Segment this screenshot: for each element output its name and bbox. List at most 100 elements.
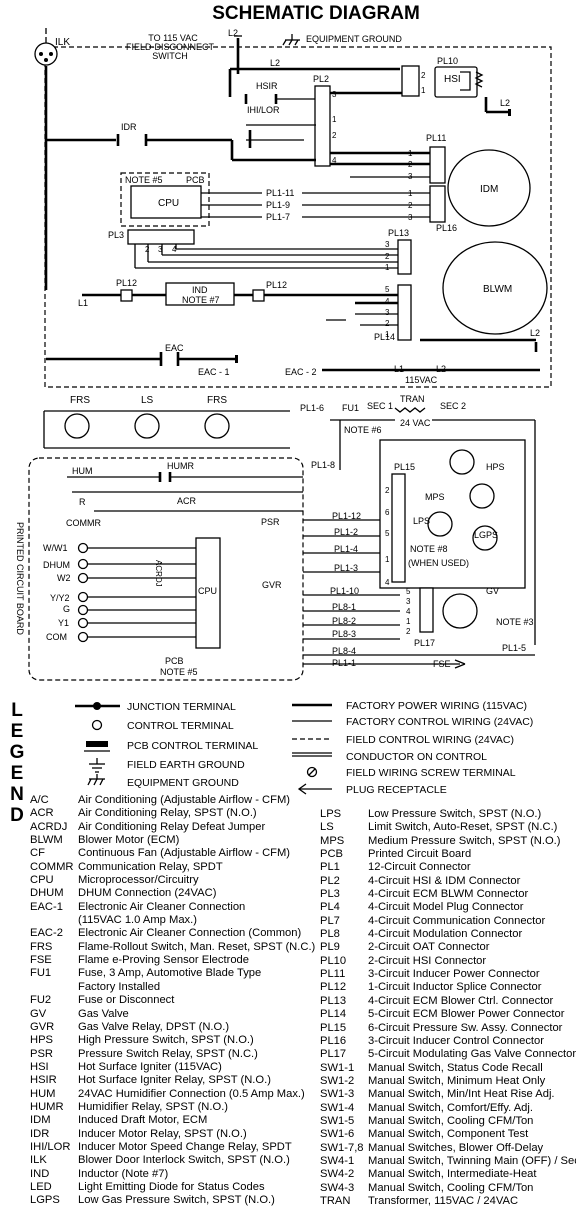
abbreviation-meaning: Manual Switch, Component Test: [368, 1128, 529, 1141]
legend-conductor: CONDUCTOR ON CONTROL: [346, 751, 487, 763]
svg-text:2: 2: [332, 131, 337, 140]
legend-equipment-ground: EQUIPMENT GROUND: [127, 777, 239, 789]
psr-label: PSR: [261, 517, 280, 527]
hum-label: HUM: [72, 466, 93, 476]
abbreviation-code: EAC-2: [30, 927, 63, 940]
abbreviation-meaning: Manual Switch, Minimum Heat Only: [368, 1074, 546, 1087]
legend-field-earth-ground: FIELD EARTH GROUND: [127, 759, 245, 771]
abbreviation-code: PL12: [320, 981, 347, 994]
legend-field-control: FIELD CONTROL WIRING (24VAC): [346, 734, 514, 746]
supply-line-3: SWITCH: [152, 51, 188, 61]
abbreviation-row: IHI/LOR Inducer Motor Speed Change Relay,…: [30, 1141, 315, 1154]
cpu-label: CPU: [158, 198, 179, 209]
abbreviation-meaning: Inducer Motor Speed Change Relay, SPDT: [78, 1140, 292, 1153]
ls-switch: LS: [134, 395, 160, 439]
pl8-4-label: PL8-4: [332, 646, 356, 656]
abbreviation-meaning: 6-Circuit Pressure Sw. Assy. Connector: [368, 1021, 563, 1034]
svg-text:1: 1: [385, 330, 390, 339]
svg-text:2: 2: [385, 252, 390, 261]
svg-text:3: 3: [332, 90, 337, 99]
high-voltage-section: ILK TO 115 VAC FIELD-DISCONNECT SWITCH L…: [34, 28, 552, 388]
pl1-5-label: PL1-5: [502, 643, 526, 653]
abbreviation-code: SW1-4: [320, 1101, 355, 1114]
abbreviation-code: GVR: [30, 1020, 55, 1033]
pl10-label: PL10: [437, 56, 458, 66]
abbreviation-meaning: Electronic Air Cleaner Connection: [78, 900, 246, 913]
pcb-vertical-label: PRINTED CIRCUIT BOARD: [15, 522, 25, 635]
abbreviation-meaning: Manual Switches, Blower Off-Delay: [368, 1141, 544, 1154]
abbreviation-code: TRAN: [320, 1194, 351, 1207]
abbreviation-meaning: 5-Circuit ECM Blower Power Connector: [368, 1008, 565, 1021]
abbreviation-meaning: DHUM Connection (24VAC): [78, 887, 217, 900]
fu1-label: FU1: [342, 403, 359, 413]
pl1-4-label: PL1-4: [334, 544, 358, 554]
sec1-label: SEC 1: [367, 401, 393, 411]
svg-text:5: 5: [385, 529, 390, 538]
field-terminals: W/W1 DHUM W2 Y/Y2 G Y1 COM: [43, 542, 196, 643]
abbreviation-meaning: Low Pressure Switch, SPST (N.O.): [368, 808, 542, 820]
abbreviation-code: EAC-1: [30, 900, 63, 913]
vac115-label: 115VAC: [405, 375, 438, 385]
abbreviation-meaning: Inductor (Note #7): [78, 1167, 169, 1180]
abbreviation-meaning: Manual Switch, Status Code Recall: [368, 1061, 543, 1074]
svg-text:5: 5: [385, 285, 390, 294]
abbreviation-meaning: 4-Circuit ECM Blower Ctrl. Connector: [368, 994, 554, 1007]
note8-label: NOTE #8: [410, 544, 448, 554]
pl12-right-label: PL12: [266, 280, 287, 290]
commr-label: COMMR: [66, 518, 101, 528]
abbreviation-meaning: Hot Surface Igniter Relay, SPST (N.O.): [78, 1074, 271, 1087]
pl1-8-label: PL1-8: [311, 460, 335, 470]
abbreviation-meaning: 24VAC Humidifier Connection (0.5 Amp Max…: [78, 1087, 305, 1100]
abbreviation-meaning: Manual Switch, Intermediate-Heat: [368, 1168, 537, 1181]
abbreviation-code: IHI/LOR: [30, 1140, 71, 1153]
lgps-label: LGPS: [474, 530, 498, 540]
abbreviation-meaning: 12-Circuit Connector: [368, 861, 471, 874]
pressure-switch-frame: [379, 439, 526, 589]
blower-motor: [442, 241, 548, 335]
abbreviation-meaning: Manual Switch, Cooling CFM/Ton: [368, 1181, 534, 1194]
svg-text:4: 4: [385, 297, 390, 306]
term-w2: W2: [57, 573, 71, 583]
abbreviation-code: PL13: [320, 994, 347, 1007]
abbreviation-code: LS: [320, 821, 334, 834]
when-used-label: (WHEN USED): [408, 558, 469, 568]
term-com: COM: [46, 632, 67, 642]
tran-label: TRAN: [400, 394, 425, 404]
pl1-11-label: PL1-11: [266, 188, 294, 198]
abbreviation-code: PL7: [320, 914, 340, 927]
legend-letter: L: [11, 700, 23, 721]
svg-text:2: 2: [408, 201, 413, 210]
abbreviation-code: ACR: [30, 807, 54, 820]
term-w-w1: W/W1: [43, 543, 68, 553]
vac24-label: 24 VAC: [400, 418, 431, 428]
svg-text:3: 3: [158, 245, 163, 254]
gv-label: GV: [486, 586, 499, 596]
abbreviation-row: PL13 4-Circuit ECM Blower Ctrl. Connector: [320, 995, 576, 1008]
abbreviation-meaning: Manual Switch, Min/Int Heat Rise Adj.: [368, 1088, 555, 1101]
pcb-label: PCB: [186, 175, 205, 185]
l1-label: L1: [78, 298, 88, 308]
legend-screw-terminal: FIELD WIRING SCREW TERMINAL: [346, 767, 516, 779]
ihi-lor-label: IHI/LOR: [247, 105, 280, 115]
abbreviation-code: HUMR: [30, 1100, 64, 1113]
cpu2-label: CPU: [198, 586, 217, 596]
abbreviation-code: SW1-2: [320, 1074, 355, 1087]
